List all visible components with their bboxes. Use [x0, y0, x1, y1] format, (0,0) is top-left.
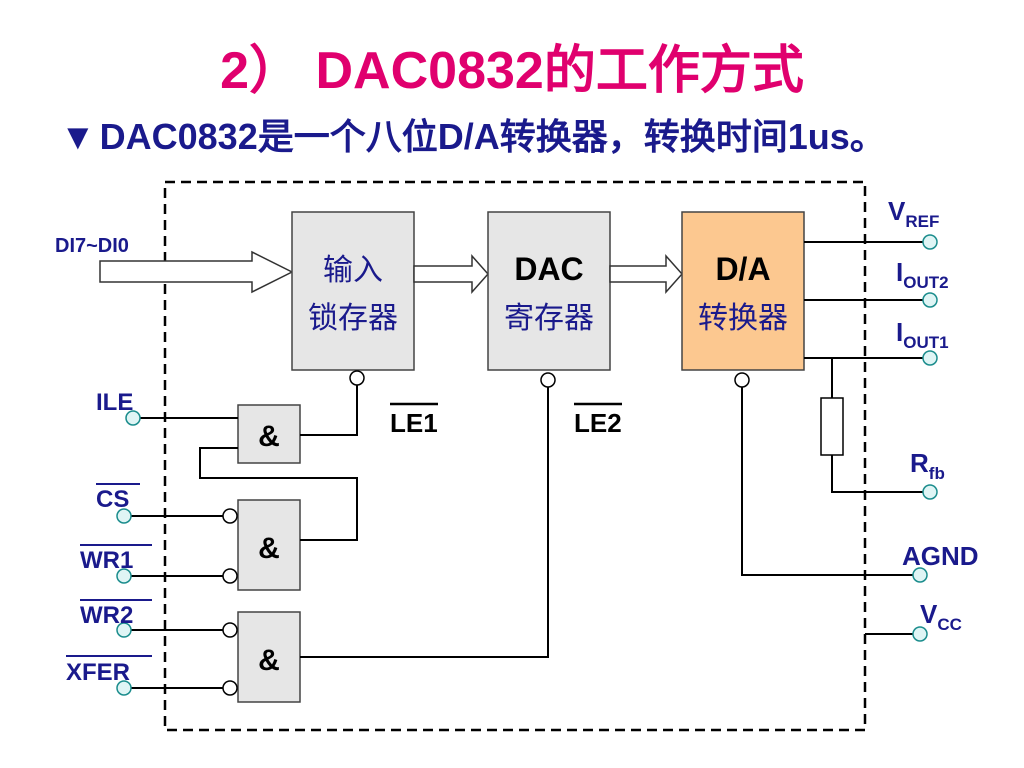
rfb-main: R	[910, 448, 929, 478]
converter-enable-bubble	[734, 372, 750, 388]
da-converter-block	[681, 211, 805, 371]
vcc-pin	[912, 626, 928, 642]
and-gate-1	[237, 404, 301, 464]
wr1-pin	[116, 568, 132, 584]
iout1-label: IOUT1	[896, 317, 949, 352]
wr2-pin	[116, 622, 132, 638]
agnd-label: AGND	[902, 541, 979, 571]
dac-enable-bubble	[540, 372, 556, 388]
dac-register-label-1: DAC	[514, 251, 583, 287]
dac-register-block	[487, 211, 611, 371]
cs-pin	[116, 508, 132, 524]
le1-label: LE1	[390, 408, 438, 438]
wr1-label: WR1	[80, 547, 133, 574]
subtitle-text: DAC0832是一个八位D/A转换器，转换时间1us。	[99, 116, 886, 157]
dac-register-label-2: 寄存器	[504, 301, 594, 336]
wr2-input-bubble	[222, 622, 238, 638]
rfb-sub: fb	[929, 464, 945, 483]
iout1-pin	[922, 350, 938, 366]
xfer-input-bubble	[222, 680, 238, 696]
vref-main: V	[888, 196, 906, 226]
iout2-sub: OUT2	[903, 273, 948, 292]
iout2-main: I	[896, 257, 903, 287]
page-title: 2） DAC0832的工作方式	[220, 42, 804, 100]
da-converter-label-2: 转换器	[698, 301, 788, 336]
input-bus-label: DI7~DI0	[55, 235, 129, 257]
input-latch-label-2: 锁存器	[308, 301, 398, 336]
subtitle: ▼DAC0832是一个八位D/A转换器，转换时间1us。	[60, 108, 886, 160]
agnd-pin	[912, 567, 928, 583]
and-gate-1-symbol: &	[258, 420, 280, 453]
input-latch-block	[291, 211, 415, 371]
cs-label: CS	[96, 486, 129, 513]
iout2-label: IOUT2	[896, 257, 949, 292]
wr1-input-bubble	[222, 568, 238, 584]
ile-pin	[125, 410, 141, 426]
ile-label: ILE	[96, 389, 133, 416]
triangle-bullet-icon: ▼	[60, 116, 96, 157]
rfb-label: Rfb	[910, 448, 945, 483]
vref-sub: REF	[905, 212, 939, 231]
iout1-sub: OUT1	[903, 333, 948, 352]
iout1-main: I	[896, 317, 903, 347]
latch-enable-bubble	[349, 370, 365, 386]
rfb-pin	[922, 484, 938, 500]
agnd-main: AGND	[902, 541, 979, 571]
da-converter-label-1: D/A	[715, 251, 770, 287]
xfer-pin	[116, 680, 132, 696]
latch-to-dac-arrow	[413, 254, 490, 294]
wiring	[128, 241, 930, 689]
dac-to-converter-arrow	[609, 254, 684, 294]
vref-label: VREF	[888, 196, 939, 231]
iout2-pin	[922, 292, 938, 308]
vcc-sub: CC	[937, 615, 962, 634]
wr2-label: WR2	[80, 602, 133, 629]
vref-pin	[922, 234, 938, 250]
and-gate-3-symbol: &	[258, 644, 280, 677]
input-bus-arrow	[99, 250, 294, 294]
input-latch-label-1: 输入	[323, 253, 383, 288]
feedback-resistor	[820, 397, 844, 456]
vcc-label: VCC	[920, 599, 962, 634]
and-gate-2-symbol: &	[258, 532, 280, 565]
xfer-label: XFER	[66, 659, 130, 686]
le2-label: LE2	[574, 408, 622, 438]
vcc-main: V	[920, 599, 938, 629]
cs-input-bubble	[222, 508, 238, 524]
and-gate-2	[237, 499, 301, 591]
